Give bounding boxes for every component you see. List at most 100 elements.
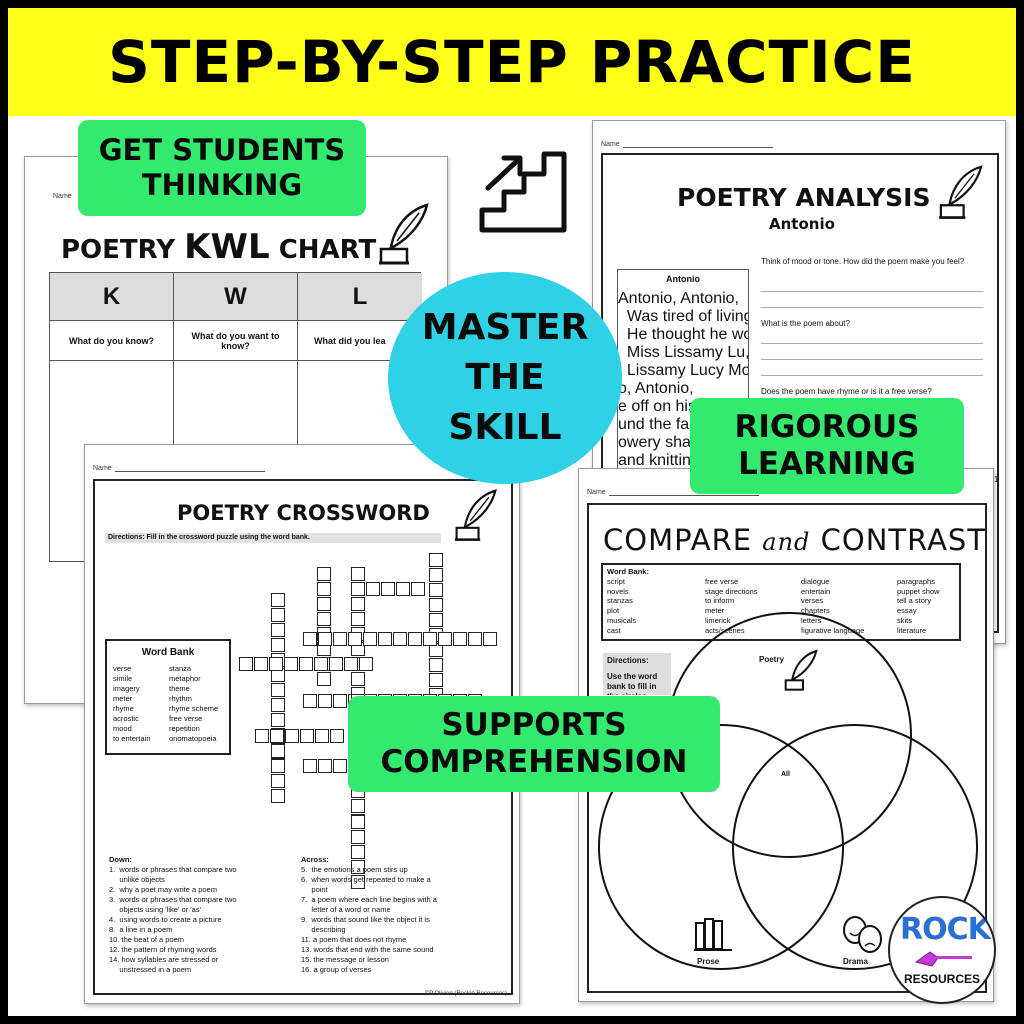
crossword-cell[interactable] [333, 694, 347, 708]
down-clues: Down: 1. words or phrases that compare t… [109, 855, 304, 975]
crossword-cell[interactable] [254, 657, 268, 671]
crossword-cell[interactable] [303, 632, 317, 646]
crossword-cell[interactable] [333, 759, 347, 773]
crossword-cell[interactable] [351, 799, 365, 813]
kwl-table: K What do you know? W What do you want t… [49, 272, 422, 562]
crossword-cell[interactable] [366, 582, 380, 596]
crossword-cell[interactable] [284, 657, 298, 671]
crossword-cell[interactable] [317, 597, 331, 611]
crossword-cell[interactable] [429, 568, 443, 582]
poem-line: o, Antonio, [618, 380, 694, 397]
word-bank-item: meter [113, 694, 133, 703]
crossword-cell[interactable] [317, 567, 331, 581]
crossword-cell[interactable] [300, 729, 314, 743]
crossword-cell[interactable] [351, 582, 365, 596]
crossword-cell[interactable] [303, 694, 317, 708]
word-bank-item: literature [897, 625, 927, 635]
crossword-cell[interactable] [429, 553, 443, 567]
crossword-cell[interactable] [315, 729, 329, 743]
clue: unstressed in a poem [109, 965, 192, 974]
crossword-cell[interactable] [271, 593, 285, 607]
crossword-cell[interactable] [429, 598, 443, 612]
poem-box: Antonio Antonio, Antonio, Was tired of l… [617, 269, 749, 469]
crossword-cell[interactable] [351, 860, 365, 874]
crossword-cell[interactable] [239, 657, 253, 671]
crossword-cell[interactable] [318, 694, 332, 708]
quill-icon [784, 649, 818, 691]
crossword-cell[interactable] [411, 582, 425, 596]
crossword-cell[interactable] [351, 815, 365, 829]
crossword-cell[interactable] [318, 759, 332, 773]
crossword-cell[interactable] [351, 845, 365, 859]
crossword-cell[interactable] [271, 713, 285, 727]
crossword-cell[interactable] [483, 632, 497, 646]
clue: 1. words or phrases that compare two [109, 865, 237, 874]
crossword-cell[interactable] [270, 729, 284, 743]
crossword-cell[interactable] [318, 632, 332, 646]
crossword-cell[interactable] [271, 759, 285, 773]
crossword-cell[interactable] [271, 774, 285, 788]
crossword-cell[interactable] [330, 729, 344, 743]
callout-line: THE [465, 357, 545, 398]
word-bank-item: novels [607, 586, 629, 596]
crossword-cell[interactable] [429, 673, 443, 687]
crossword-cell[interactable] [271, 789, 285, 803]
crossword-cell[interactable] [314, 657, 328, 671]
poem-line: Lissamy Lucy Molonio. [626, 362, 749, 379]
crossword-cell[interactable] [429, 613, 443, 627]
clue: letter of a word or name [301, 905, 391, 914]
crossword-cell[interactable] [381, 582, 395, 596]
crossword-cell[interactable] [438, 632, 452, 646]
crossword-cell[interactable] [271, 608, 285, 622]
crossword-cell[interactable] [393, 632, 407, 646]
crossword-cell[interactable] [351, 597, 365, 611]
crossword-cell[interactable] [271, 638, 285, 652]
crossword-cell[interactable] [317, 612, 331, 626]
callout-line: LEARNING [738, 446, 916, 482]
crossword-cell[interactable] [468, 632, 482, 646]
label-all: All [781, 771, 790, 778]
crossword-cell[interactable] [255, 729, 269, 743]
crossword-cell[interactable] [329, 657, 343, 671]
crossword-cell[interactable] [285, 729, 299, 743]
crossword-cell[interactable] [348, 632, 362, 646]
crossword-cell[interactable] [351, 672, 365, 686]
crossword-cell[interactable] [359, 657, 373, 671]
crossword-cell[interactable] [271, 683, 285, 697]
crossword-cell[interactable] [351, 567, 365, 581]
crossword-cell[interactable] [271, 623, 285, 637]
word-bank-item: rhythm [169, 694, 192, 703]
clue: 6. when words get repeated to make a [301, 875, 431, 884]
crossword-cell[interactable] [317, 672, 331, 686]
crossword-cell[interactable] [269, 657, 283, 671]
crossword-cell[interactable] [351, 875, 365, 889]
crossword-cell[interactable] [351, 612, 365, 626]
crossword-cell[interactable] [271, 744, 285, 758]
crossword-cell[interactable] [317, 582, 331, 596]
clue: 9. words that sound like the object it i… [301, 915, 430, 924]
kwl-title: POETRY KWL CHART [61, 227, 377, 267]
crossword-cell[interactable] [303, 759, 317, 773]
crossword-cell[interactable] [333, 632, 347, 646]
crossword-cell[interactable] [408, 632, 422, 646]
crossword-cell[interactable] [453, 632, 467, 646]
word-bank-item: essay [897, 606, 917, 616]
crossword-cell[interactable] [299, 657, 313, 671]
crossword-cell[interactable] [351, 830, 365, 844]
word-bank-item: rhyme scheme [169, 704, 219, 713]
word-bank-item: to entertain [113, 734, 151, 743]
crossword-cell[interactable] [363, 632, 377, 646]
crossword-cell[interactable] [429, 658, 443, 672]
word-bank-item: rhyme [113, 704, 134, 713]
crossword-cell[interactable] [423, 632, 437, 646]
crossword-cell[interactable] [396, 582, 410, 596]
crossword-cell[interactable] [429, 583, 443, 597]
question-rhyme: Does the poem have rhyme or is it a free… [761, 387, 932, 396]
crossword-cell[interactable] [378, 632, 392, 646]
crossword-cell[interactable] [344, 657, 358, 671]
word-bank-title: Word Bank [141, 647, 195, 658]
answer-line [761, 343, 983, 344]
word-bank-item: puppet show [897, 586, 940, 596]
crossword-cell[interactable] [271, 698, 285, 712]
